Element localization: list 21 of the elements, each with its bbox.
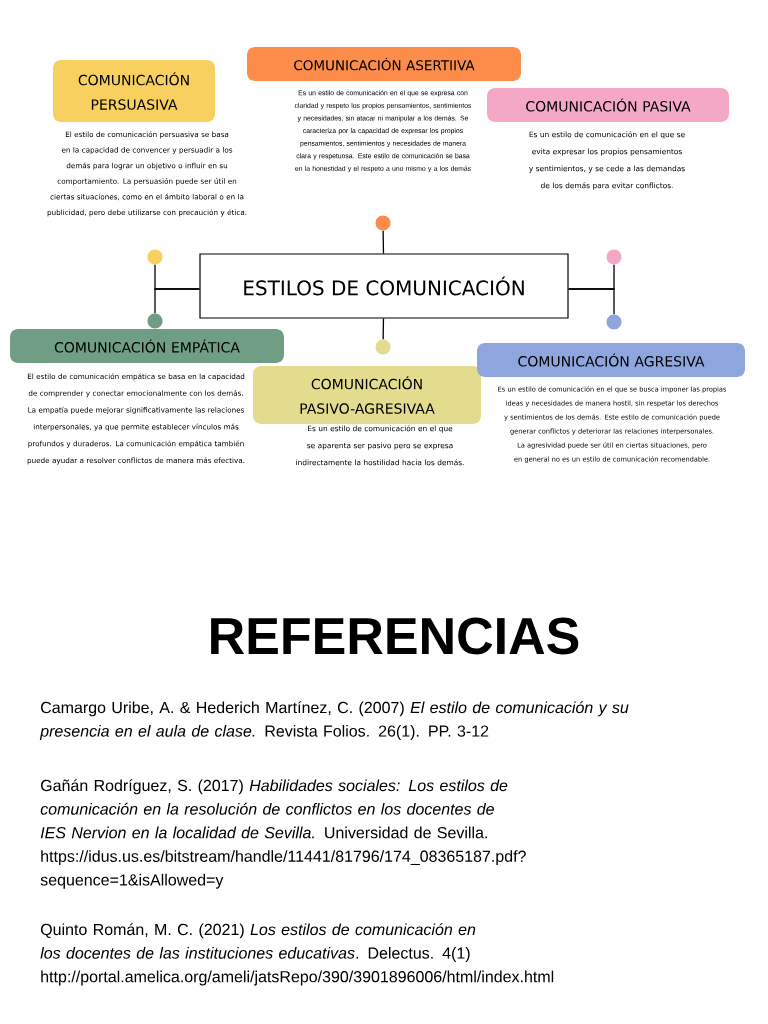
- heading-pill: COMUNICACIÓN AGRESIVA: [477, 343, 745, 377]
- connector-line: [382, 230, 385, 255]
- reference-text: Gañán Rodríguez, S. (2017) Habilidades sociales: Los estilos de comunicación en la resolución de conflictos en los docentes de IES Nervion en la localidad de Sevilla. Universidad de Sevilla. https://idus.us.es/bitstream/handle/11441/81796/174_08365187.pdf?sequence=1&isAllowed=y: [40, 779, 526, 889]
- heading-pill: COMUNICACIÓN PASIVA: [487, 88, 729, 122]
- heading-pill: COMUNICACIÓN ASERTIIVA: [247, 47, 521, 81]
- dot: [606, 314, 622, 330]
- dot: [606, 249, 622, 265]
- title-box: ESTILOS DE COMUNICACIÓN: [199, 253, 569, 319]
- connector-line: [567, 288, 615, 315]
- section-heading: REFERENCIAS: [211, 617, 579, 655]
- heading-pill: COMUNICACIÓN EMPÁTICA: [10, 329, 284, 363]
- dot: [147, 249, 163, 265]
- dot: [375, 339, 391, 355]
- dot: [375, 215, 391, 231]
- connector-line: [382, 317, 385, 340]
- heading-pill: COMUNICACIÓN PERSUASIVA: [53, 60, 215, 122]
- heading-pill: COMUNICACIÓN PASIVO-AGRESIVAA: [253, 366, 481, 424]
- reference-text: Camargo Uribe, A. & Hederich Martínez, C. (2007) El estilo de comunicación y su presencia en el aula de clase. Revista Folios. 26(1). PP. 3-12: [39, 701, 629, 740]
- reference-text: Quinto Román, M. C. (2021) Los estilos de comunicación en los docentes de las instituciones educativas. Delectus. 4(1) http://portal.amelica.org/ameli/jatsRepo/390/3901896006/html/index.html: [40, 923, 554, 986]
- connector-line: [154, 288, 201, 314]
- dot: [147, 313, 163, 329]
